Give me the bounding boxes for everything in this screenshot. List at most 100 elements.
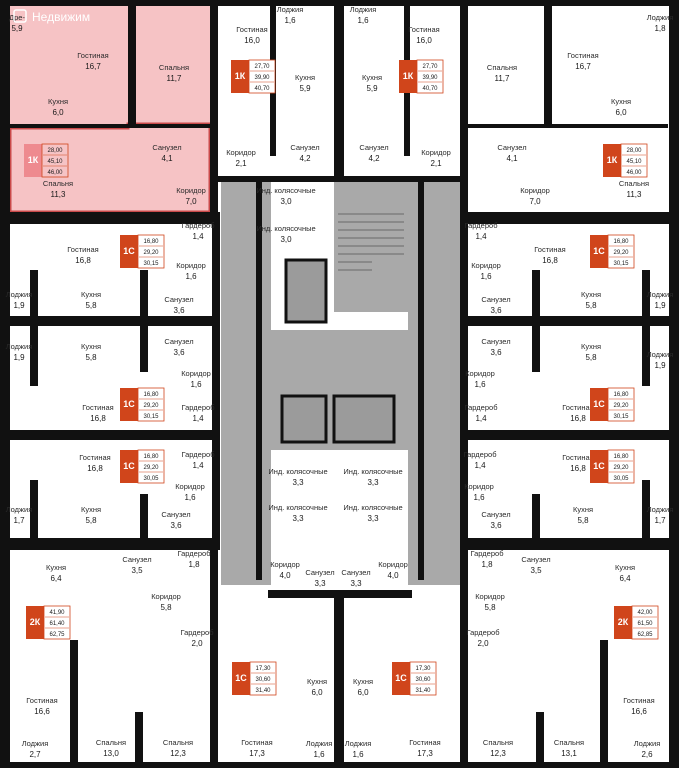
highlighted-apartment[interactable] [10, 6, 210, 212]
